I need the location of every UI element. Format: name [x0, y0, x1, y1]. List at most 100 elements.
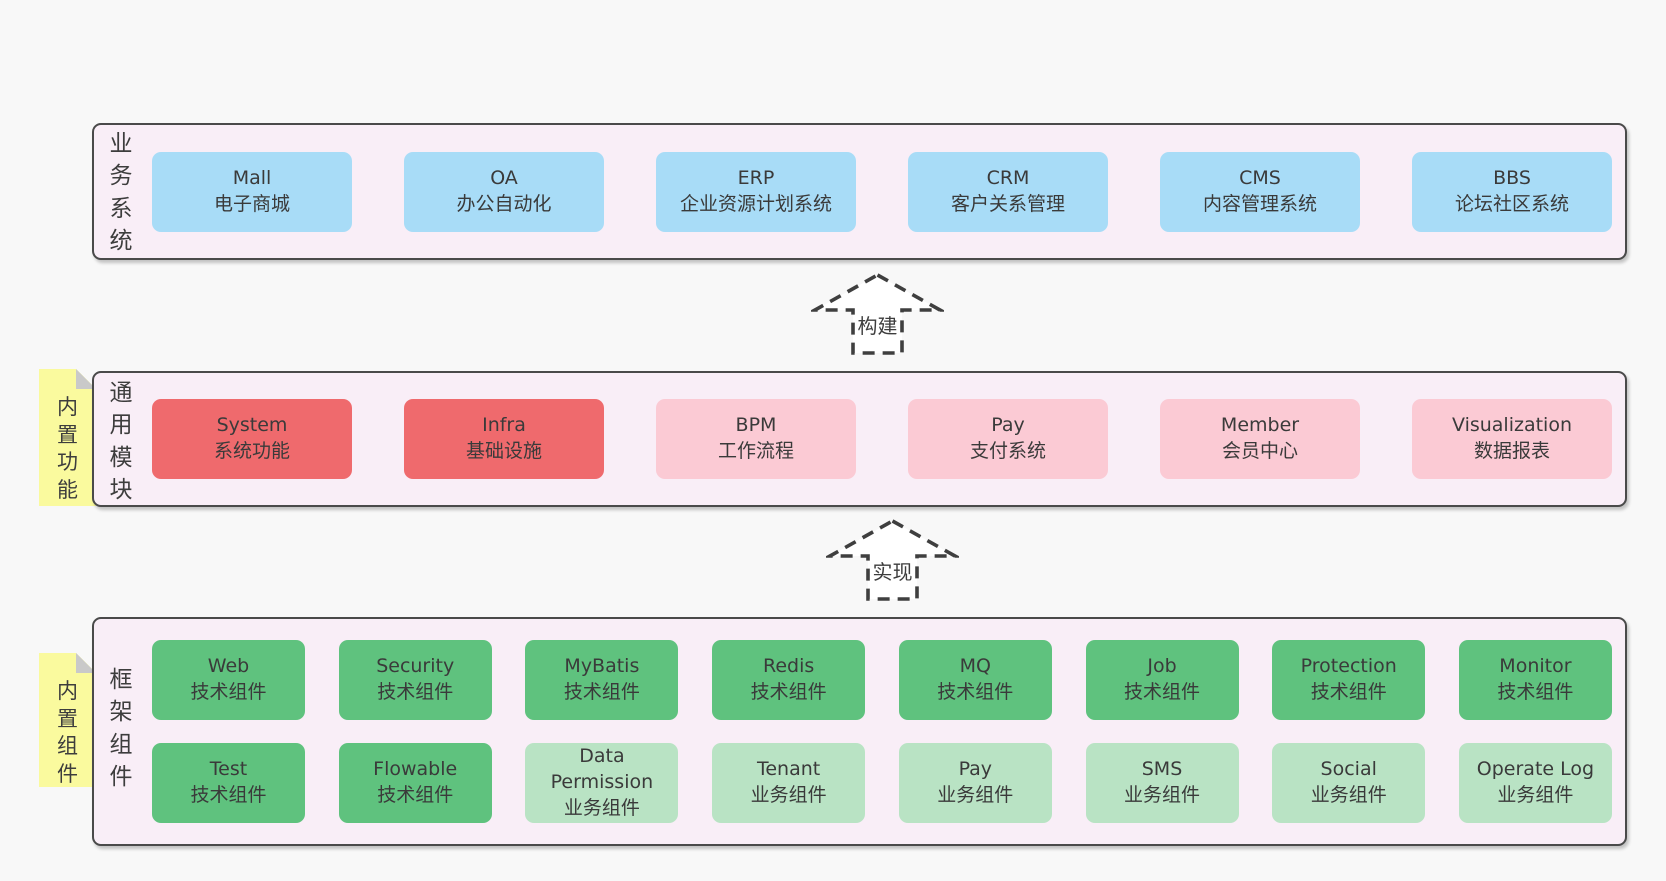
box-mq: MQ 技术组件	[898, 640, 1052, 720]
box-name: Visualization	[1451, 414, 1572, 437]
box-name: Test	[209, 758, 248, 781]
box-desc: 技术组件	[750, 681, 827, 703]
layer-label-modules: 通用模块	[109, 380, 133, 504]
box-name: Member	[1220, 414, 1300, 437]
box-name: Flowable	[373, 758, 458, 781]
up-arrow-implement: 实现	[826, 518, 959, 602]
sticky-note-built-in-features: 内置功能	[39, 369, 96, 506]
box-pay: Pay 支付系统	[908, 399, 1108, 479]
box-security: Security 技术组件	[338, 640, 492, 720]
box-desc: 办公自动化	[456, 193, 552, 215]
box-desc: 企业资源计划系统	[679, 193, 832, 215]
box-name: Data Permission	[550, 745, 654, 794]
box-name: System	[216, 414, 288, 437]
box-name: Redis	[762, 655, 815, 678]
box-desc: 数据报表	[1473, 440, 1550, 462]
layer-framework-components: 框架组件 Web 技术组件 Security 技术组件 MyBatis 技术组件…	[92, 617, 1627, 846]
box-name: Mall	[232, 167, 272, 190]
box-visualization: Visualization 数据报表	[1412, 399, 1612, 479]
box-desc: 电子商城	[213, 193, 290, 215]
box-name: Web	[207, 655, 250, 678]
box-infra: Infra 基础设施	[404, 399, 604, 479]
layer-common-modules: 通用模块 System 系统功能 Infra 基础设施 BPM 工作流程 Pay…	[92, 371, 1627, 507]
box-data-permission: Data Permission 业务组件	[525, 743, 679, 823]
box-desc: 工作流程	[717, 440, 794, 462]
box-desc: 技术组件	[377, 681, 454, 703]
sticky-label: 内置组件	[57, 679, 78, 787]
box-mall: Mall 电子商城	[152, 152, 352, 232]
sticky-note-built-in-components: 内置组件	[39, 653, 96, 787]
box-mybatis: MyBatis 技术组件	[525, 640, 679, 720]
box-crm: CRM 客户关系管理	[908, 152, 1108, 232]
box-desc: 客户关系管理	[950, 193, 1065, 215]
box-name: Protection	[1300, 655, 1397, 678]
box-oa: OA 办公自动化	[404, 152, 604, 232]
business-box-row: Mall 电子商城 OA 办公自动化 ERP 企业资源计划系统 CRM 客户关系…	[152, 152, 1612, 232]
box-desc: 技术组件	[1310, 681, 1387, 703]
box-pay-biz: Pay 业务组件	[898, 743, 1052, 823]
layer-business-systems: 业务系统 Mall 电子商城 OA 办公自动化 ERP 企业资源计划系统 CRM…	[92, 123, 1627, 260]
box-name: Job	[1147, 655, 1177, 678]
up-arrow-build: 构建	[811, 272, 944, 356]
box-desc: 业务组件	[563, 796, 640, 819]
box-bpm: BPM 工作流程	[656, 399, 856, 479]
box-name: CRM	[986, 167, 1030, 190]
layer-label-business: 业务系统	[109, 131, 133, 255]
modules-box-row: System 系统功能 Infra 基础设施 BPM 工作流程 Pay 支付系统…	[152, 399, 1612, 479]
layer-label-components: 框架组件	[109, 667, 133, 791]
box-name: Monitor	[1499, 655, 1572, 678]
box-flowable: Flowable 技术组件	[338, 743, 492, 823]
box-test: Test 技术组件	[152, 743, 305, 823]
sticky-label: 内置功能	[57, 395, 78, 503]
box-name: MQ	[959, 655, 991, 678]
box-desc: 基础设施	[465, 440, 542, 462]
box-name: BPM	[735, 414, 777, 437]
box-desc: 技术组件	[190, 681, 267, 703]
box-erp: ERP 企业资源计划系统	[656, 152, 856, 232]
box-desc: 技术组件	[190, 784, 267, 806]
box-desc: 技术组件	[377, 784, 454, 806]
box-desc: 内容管理系统	[1202, 193, 1317, 215]
box-name: MyBatis	[564, 655, 640, 678]
box-name: Operate Log	[1476, 758, 1595, 781]
box-name: ERP	[737, 167, 775, 190]
box-sms: SMS 业务组件	[1085, 743, 1239, 823]
box-system: System 系统功能	[152, 399, 352, 479]
box-name: Social	[1320, 758, 1377, 781]
box-desc: 业务组件	[750, 784, 827, 806]
box-cms: CMS 内容管理系统	[1160, 152, 1360, 232]
box-desc: 业务组件	[1310, 784, 1387, 806]
box-redis: Redis 技术组件	[712, 640, 866, 720]
box-desc: 技术组件	[1124, 681, 1201, 703]
box-bbs: BBS 论坛社区系统	[1412, 152, 1612, 232]
box-name: Infra	[482, 414, 526, 437]
box-desc: 技术组件	[1497, 681, 1574, 703]
box-job: Job 技术组件	[1085, 640, 1239, 720]
box-name: Tenant	[756, 758, 821, 781]
box-name: Security	[376, 655, 455, 678]
box-social: Social 业务组件	[1272, 743, 1426, 823]
box-desc: 会员中心	[1221, 440, 1298, 462]
box-name: OA	[490, 167, 518, 190]
components-box-row-2: Test 技术组件 Flowable 技术组件 Data Permission …	[152, 743, 1612, 823]
box-name: Pay	[991, 414, 1025, 437]
box-desc: 系统功能	[213, 440, 290, 462]
box-desc: 技术组件	[937, 681, 1014, 703]
box-desc: 支付系统	[969, 440, 1046, 462]
box-desc: 论坛社区系统	[1454, 193, 1569, 215]
box-protection: Protection 技术组件	[1272, 640, 1426, 720]
box-name: CMS	[1239, 167, 1281, 190]
box-desc: 业务组件	[1124, 784, 1201, 806]
box-name: SMS	[1141, 758, 1183, 781]
box-desc: 业务组件	[1497, 784, 1574, 806]
box-desc: 技术组件	[563, 681, 640, 703]
box-desc: 业务组件	[937, 784, 1014, 806]
box-name: Pay	[958, 758, 993, 781]
box-operate-log: Operate Log 业务组件	[1458, 743, 1612, 823]
arrow-label-implement: 实现	[870, 556, 915, 585]
arrow-label-build: 构建	[855, 310, 900, 339]
components-box-row-1: Web 技术组件 Security 技术组件 MyBatis 技术组件 Redi…	[152, 640, 1612, 720]
box-tenant: Tenant 业务组件	[712, 743, 866, 823]
box-member: Member 会员中心	[1160, 399, 1360, 479]
